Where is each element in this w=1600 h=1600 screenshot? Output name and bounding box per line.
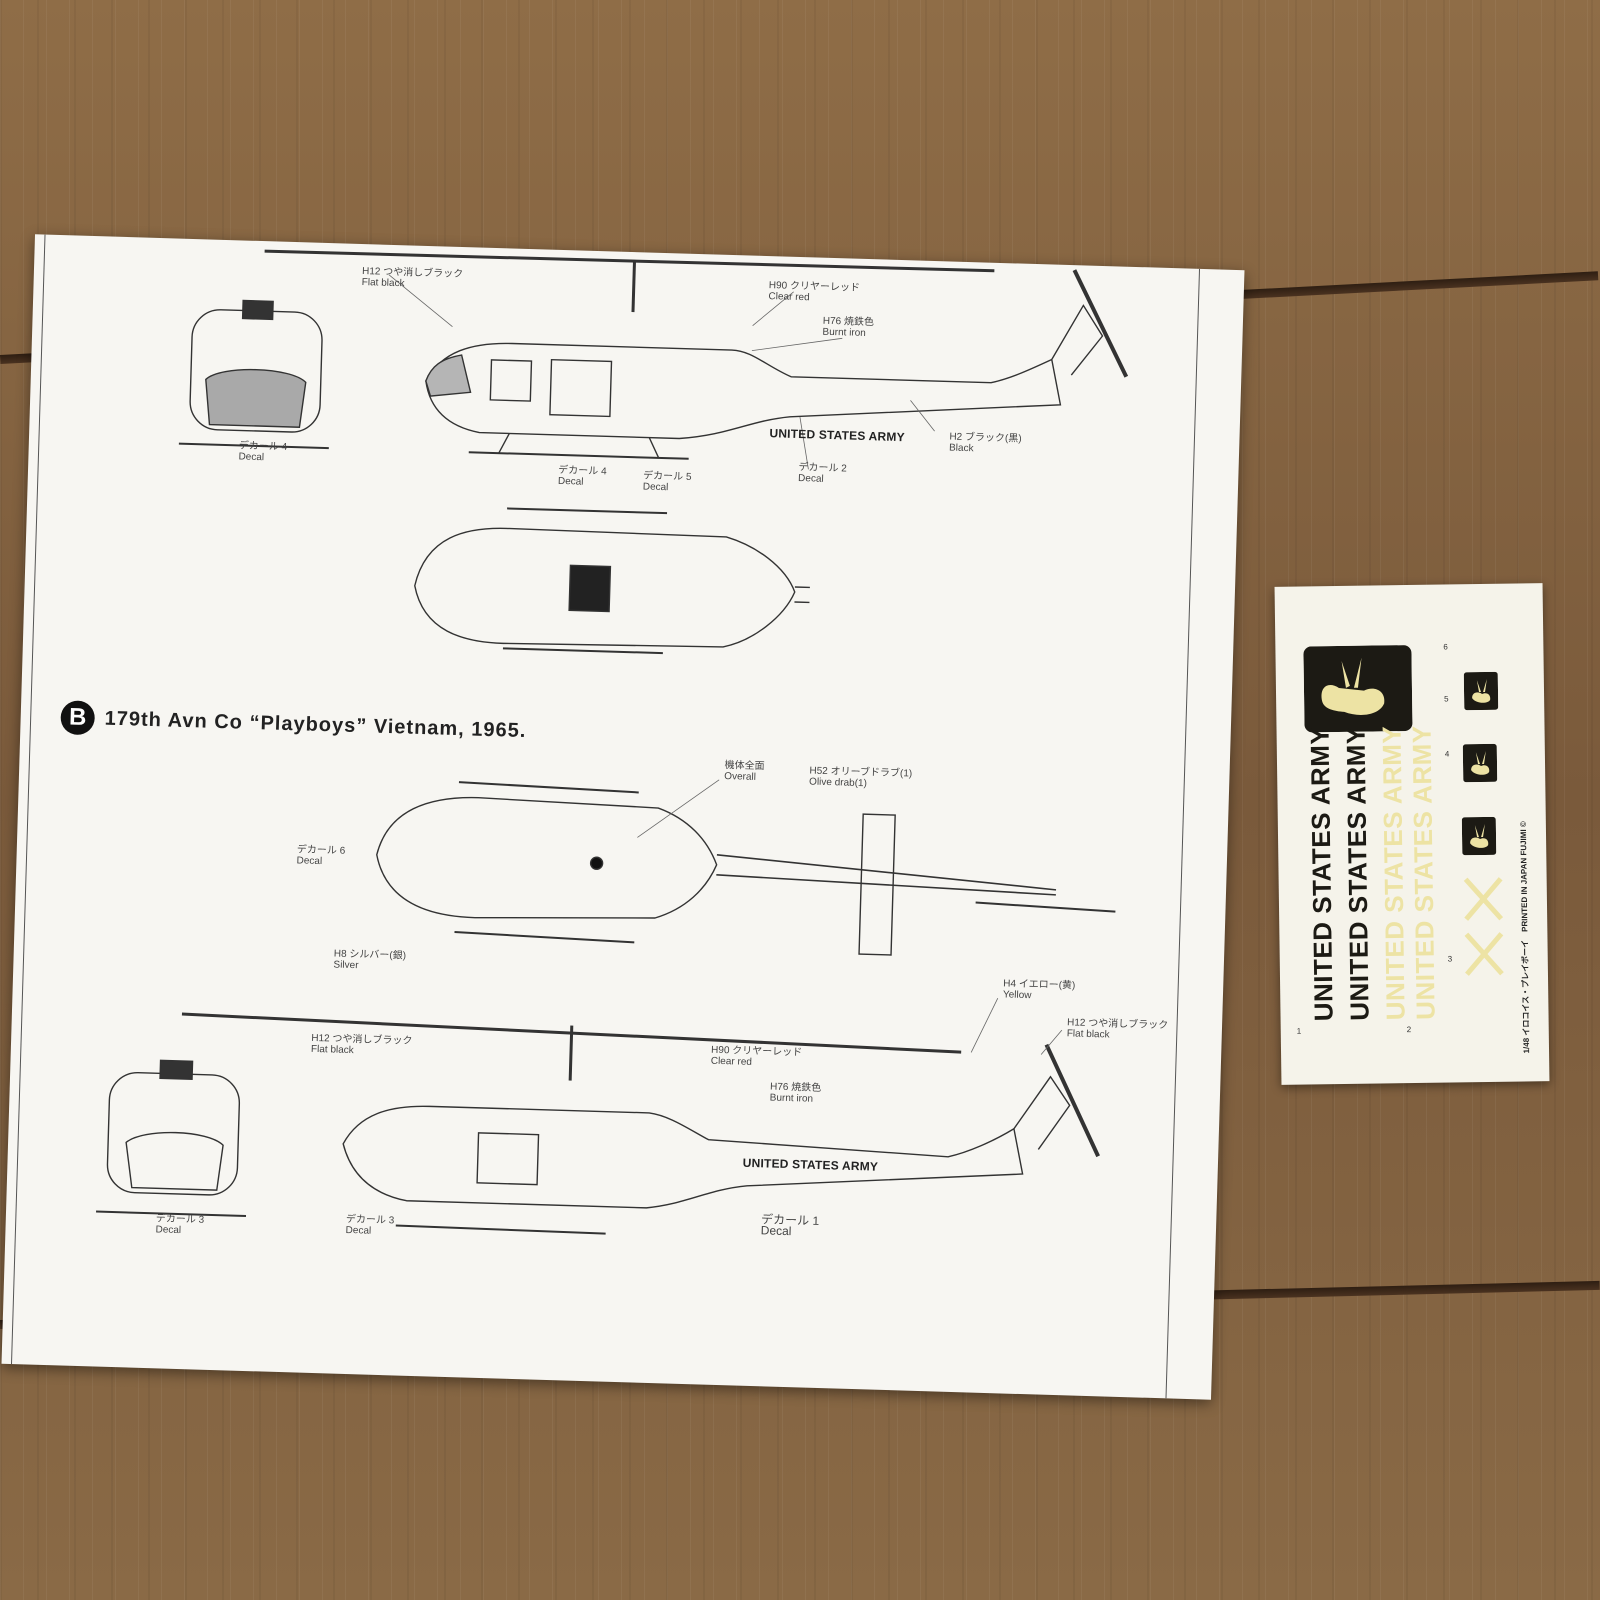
callout-olive-drab: H52 オリーブドラブ(1) Olive drab(1) xyxy=(808,765,913,790)
decal-number: 2 xyxy=(1406,1025,1412,1035)
decal-callout: デカール 3 Decal xyxy=(155,1213,205,1237)
bunny-logo-large xyxy=(1303,645,1413,733)
decal-number: 6 xyxy=(1443,642,1448,652)
decal-number: 5 xyxy=(1444,694,1449,704)
callout-yellow: H4 イエロー(黄) Yellow xyxy=(1002,978,1076,1002)
army-decal-yellow: UNITED STATES ARMY xyxy=(1406,725,1441,1021)
decal-callout: デカール 6 Decal xyxy=(296,844,346,868)
decal-number: 1 xyxy=(1296,1026,1302,1036)
callout-clear-red: H90 クリヤーレッド Clear red xyxy=(768,280,861,304)
helicopter-side-view-a xyxy=(264,249,1129,460)
decal-sheet: UNITED STATES ARMY UNITED STATES ARMY UN… xyxy=(1274,583,1550,1085)
decal-callout: デカール 3 Decal xyxy=(345,1213,395,1237)
callout-burnt-iron-b: H76 焼鉄色 Burnt iron xyxy=(769,1081,822,1105)
callout-burnt-iron: H76 焼鉄色 Burnt iron xyxy=(822,315,875,339)
helicopter-front-view-a xyxy=(178,299,329,450)
decal-callout: デカール 4 Decal xyxy=(238,440,288,464)
callout-flat-black-rotor: H12 つや消しブラック Flat black xyxy=(310,1032,413,1057)
instruction-sheet: H12 つや消しブラック Flat black H90 クリヤーレッド Clea… xyxy=(1,234,1245,1400)
decal-number: 4 xyxy=(1444,749,1450,759)
army-decal-black: UNITED STATES ARMY xyxy=(1304,726,1339,1022)
decal-number: 3 xyxy=(1447,954,1453,964)
helicopter-top-view-b xyxy=(376,781,1116,956)
helicopter-top-view-a xyxy=(414,507,810,655)
helicopter-side-view-b xyxy=(181,1012,1100,1235)
section-letter-badge: B xyxy=(60,700,96,736)
printed-in-japan-text: 1/48 イロコイス・プレイボーイ PRINTED IN JAPAN FUJIM… xyxy=(1518,821,1532,1054)
decal-callout: デカール 5 Decal xyxy=(642,470,692,494)
helicopter-drawings xyxy=(11,234,1201,1399)
army-decal-black: UNITED STATES ARMY xyxy=(1340,726,1375,1021)
callout-overall: 機体全面 Overall xyxy=(724,759,765,783)
decal-callout: デカール 4 Decal xyxy=(557,464,607,488)
callout-flat-black: H12 つや消しブラック Flat black xyxy=(361,266,464,290)
callout-silver: H8 シルバー(銀) Silver xyxy=(333,948,407,972)
callout-black: H2 ブラック(黒) Black xyxy=(948,431,1022,455)
yellow-rotor-decals xyxy=(1463,877,1504,976)
decal-callout: デカール 1 Decal xyxy=(760,1212,820,1239)
bunny-logo-small xyxy=(1462,743,1498,783)
bunny-logo-small xyxy=(1461,816,1497,856)
section-title: 179th Avn Co “Playboys” Vietnam, 1965. xyxy=(104,707,527,742)
bunny-logo-small xyxy=(1463,671,1499,711)
decal-callout: デカール 2 Decal xyxy=(797,462,847,485)
callout-clear-red-b: H90 クリヤーレッド Clear red xyxy=(710,1044,803,1068)
helicopter-front-view-b xyxy=(96,1059,247,1217)
callout-flat-black-tail: H12 つや消しブラック Flat black xyxy=(1066,1017,1169,1041)
